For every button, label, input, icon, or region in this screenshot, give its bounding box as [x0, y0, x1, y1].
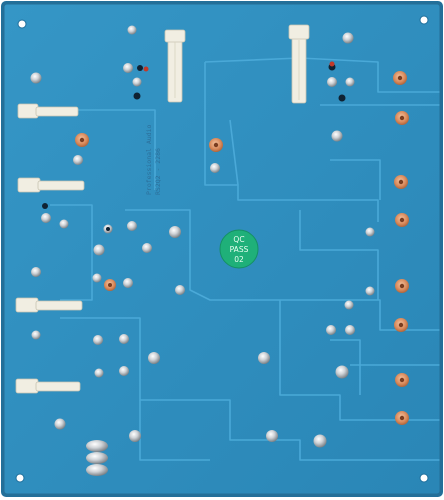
- copper-pad: [395, 279, 409, 293]
- cable-tie: [17, 103, 79, 119]
- copper-pad: [209, 138, 223, 152]
- copper-pad: [395, 373, 409, 387]
- solder-joint: [59, 219, 69, 229]
- solder-joint: [313, 434, 327, 448]
- qc-line-2: PASS: [230, 245, 249, 254]
- solder-joint: [345, 325, 355, 335]
- solder-joint: [132, 77, 142, 87]
- solder-joint: [266, 430, 278, 442]
- qc-pass-sticker: QC PASS 02: [219, 229, 259, 269]
- solder-joint: [169, 226, 181, 238]
- cable-tie: [17, 177, 85, 193]
- solder-joint: [94, 368, 104, 378]
- solder-joint: [73, 155, 83, 165]
- cable-ties-vertical: [164, 24, 310, 104]
- solder-joints: [30, 25, 375, 448]
- copper-pad: [394, 175, 408, 189]
- solder-joint: [365, 227, 375, 237]
- cable-tie: [15, 297, 83, 313]
- solder-joint: [30, 72, 42, 84]
- copper-pad: [104, 279, 116, 291]
- copper-pad: [394, 318, 408, 332]
- solder-joint: [54, 418, 66, 430]
- solder-joint: [123, 63, 133, 73]
- copper-pad: [75, 133, 89, 147]
- solder-joint: [326, 325, 336, 335]
- copper-pad: [395, 213, 409, 227]
- solder-cluster: [86, 440, 108, 476]
- solder-joint: [210, 163, 220, 173]
- solder-joint: [258, 352, 270, 364]
- qc-line-1: QC: [233, 235, 244, 244]
- solder-joint: [365, 286, 375, 296]
- solder-joint: [119, 334, 129, 344]
- vias: [42, 63, 346, 231]
- copper-pad: [395, 411, 409, 425]
- cable-tie: [15, 378, 81, 394]
- solder-joint: [31, 330, 41, 340]
- solder-joint: [31, 267, 41, 277]
- silkscreen-line-1: Professional Audio: [145, 124, 153, 195]
- cable-tie: [164, 29, 186, 103]
- solder-joint: [41, 213, 51, 223]
- red-indicators: [143, 61, 335, 72]
- solder-joint: [148, 352, 160, 364]
- solder-joint: [175, 285, 185, 295]
- copper-pad: [395, 111, 409, 125]
- silkscreen-label: Professional Audio RS2Q2 - 2286: [145, 124, 162, 195]
- solder-joint: [119, 366, 129, 376]
- copper-pad: [393, 71, 407, 85]
- solder-joint: [345, 77, 355, 87]
- solder-joint: [93, 335, 103, 345]
- solder-joint: [127, 221, 137, 231]
- solder-joint: [127, 25, 137, 35]
- solder-joint: [335, 365, 349, 379]
- qc-line-3: 02: [234, 255, 244, 264]
- solder-joint: [129, 430, 141, 442]
- solder-joint: [142, 243, 152, 253]
- silkscreen-line-2: RS2Q2 - 2286: [154, 148, 162, 195]
- solder-joint: [331, 130, 343, 142]
- copper-traces: [50, 57, 440, 461]
- solder-joint: [344, 300, 354, 310]
- cable-tie: [288, 24, 310, 104]
- solder-joint: [92, 273, 102, 283]
- cable-ties-horizontal: [15, 103, 85, 394]
- copper-pads: [75, 71, 409, 425]
- solder-joint: [342, 32, 354, 44]
- solder-joint: [123, 278, 133, 288]
- solder-joint: [93, 244, 105, 256]
- mounting-holes: [15, 15, 429, 483]
- solder-joint: [327, 77, 337, 87]
